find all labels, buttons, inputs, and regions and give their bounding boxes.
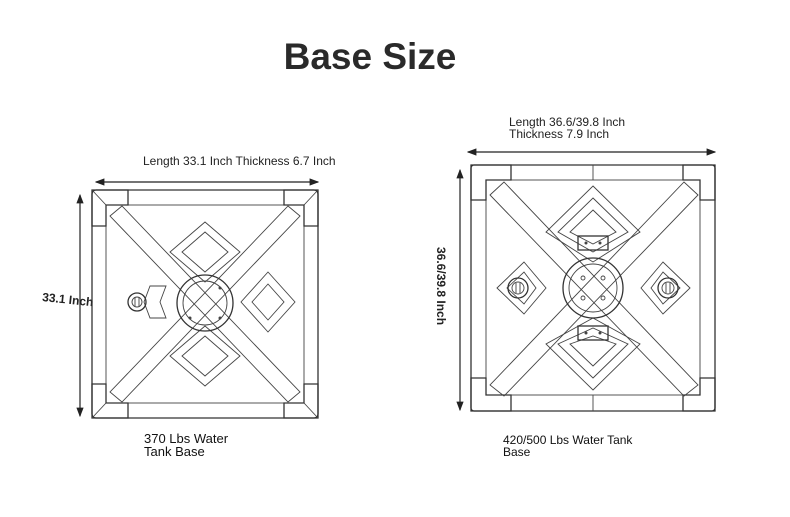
left-length-label: Length 33.1 Inch Thickness 6.7 Inch — [143, 154, 336, 168]
left-diamond-right-1 — [240, 271, 296, 333]
right-handle-bottom — [577, 325, 609, 341]
right-fill-port-right — [657, 277, 679, 299]
right-length-label-line1: Length 36.6/39.8 Inch — [509, 115, 626, 129]
right-caption-line1: 420/500 Lbs Water Tank — [503, 433, 633, 447]
left-caption-line2: Tank Base — [144, 444, 205, 459]
right-inner-frame — [485, 179, 701, 396]
right-zig-right — [640, 261, 691, 315]
right-beam-diag-1 — [489, 181, 699, 397]
right-corner-br — [682, 377, 716, 412]
right-center-disk — [562, 257, 624, 319]
left-beam-diag-2 — [109, 205, 301, 403]
right-fill-port-left — [507, 277, 529, 299]
left-diamond-top-1 — [169, 221, 241, 283]
right-length-label-line2: Thickness 7.9 Inch — [509, 127, 610, 141]
right-diamond-top — [545, 185, 641, 263]
left-beam-diag-1 — [109, 205, 301, 403]
left-outer-frame — [91, 189, 319, 419]
left-base-drawing — [76, 178, 320, 419]
left-zig-left — [143, 285, 167, 319]
right-zig-left — [496, 261, 547, 315]
left-diamond-bottom-1 — [169, 325, 241, 387]
right-corner-tl — [470, 164, 512, 201]
right-base-drawing — [456, 148, 717, 412]
right-handle-top — [577, 235, 609, 251]
left-inner-frame — [105, 204, 305, 404]
left-caption-line1: 370 Lbs Water — [144, 431, 229, 446]
right-corner-tr — [682, 164, 716, 201]
right-caption-line2: Base — [503, 445, 531, 459]
page-title: Base Size — [283, 36, 457, 77]
right-corner-bl — [470, 377, 512, 412]
left-fill-port — [127, 292, 147, 312]
left-center-disk — [176, 274, 234, 332]
right-beam-diag-2 — [489, 181, 699, 397]
right-diamond-bottom — [545, 317, 641, 391]
